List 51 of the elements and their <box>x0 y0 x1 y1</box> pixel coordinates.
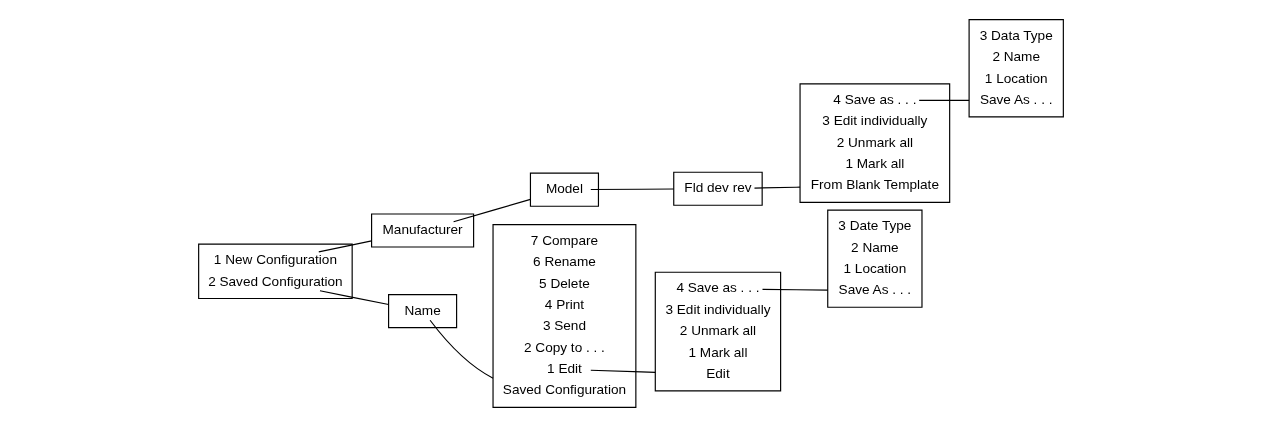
connector <box>753 186 801 189</box>
node-text: Saved Configuration <box>502 382 627 398</box>
node-text: 2 Copy to . . . <box>524 339 605 355</box>
node-text: Save As . . . <box>838 282 912 298</box>
connector <box>761 288 829 291</box>
connector <box>918 99 970 101</box>
node-text: Model <box>545 181 583 197</box>
node-text: 1 Edit <box>547 361 582 377</box>
node-text: 1 Location <box>843 260 907 276</box>
node-text: 7 Compare <box>530 232 599 248</box>
node-text: 3 Date Type <box>838 218 912 234</box>
node-text: 3 Data Type <box>979 27 1053 43</box>
node-text: 2 Name <box>851 239 899 255</box>
node-text: Fld dev rev <box>684 180 752 196</box>
cluster <box>492 224 637 408</box>
node-text: 4 Save as . . . <box>833 91 917 107</box>
node-text: 3 Send <box>542 318 586 334</box>
node-text: 2 Name <box>992 49 1041 65</box>
node-text: 1 Mark all <box>845 156 905 172</box>
node-text: Save As . . . <box>979 91 1053 107</box>
node-text: 2 Unmark all <box>679 323 757 339</box>
cluster <box>371 213 475 248</box>
connector <box>429 319 494 379</box>
node-text: 2 Unmark all <box>836 134 914 150</box>
connector <box>590 369 656 373</box>
node-text: From Blank Template <box>810 177 939 193</box>
cluster <box>968 19 1064 118</box>
node-text: Edit <box>706 365 730 381</box>
cluster <box>799 83 951 203</box>
node-text: 1 Mark all <box>688 344 748 360</box>
connector <box>590 188 675 191</box>
node-text: 6 Rename <box>533 254 596 270</box>
node-text: 4 Save as . . . <box>676 280 760 296</box>
cluster <box>529 172 600 207</box>
cluster <box>673 171 763 206</box>
node-text: 2 Saved Configuration <box>208 273 343 289</box>
connector <box>318 240 373 253</box>
node-text: 4 Print <box>544 296 585 312</box>
connector <box>453 198 532 223</box>
node-text: 1 New Configuration <box>213 252 337 268</box>
node-text: 3 Edit individually <box>665 301 771 317</box>
node-text: 5 Delete <box>539 275 590 291</box>
connector <box>319 290 390 306</box>
cluster <box>654 271 782 392</box>
node-text: Manufacturer <box>382 222 463 238</box>
cluster <box>198 243 353 300</box>
node-text: 1 Location <box>984 70 1048 86</box>
node-text: Name <box>404 302 441 318</box>
node-text: 3 Edit individually <box>822 113 928 129</box>
cluster <box>388 294 458 329</box>
cluster <box>827 209 923 308</box>
